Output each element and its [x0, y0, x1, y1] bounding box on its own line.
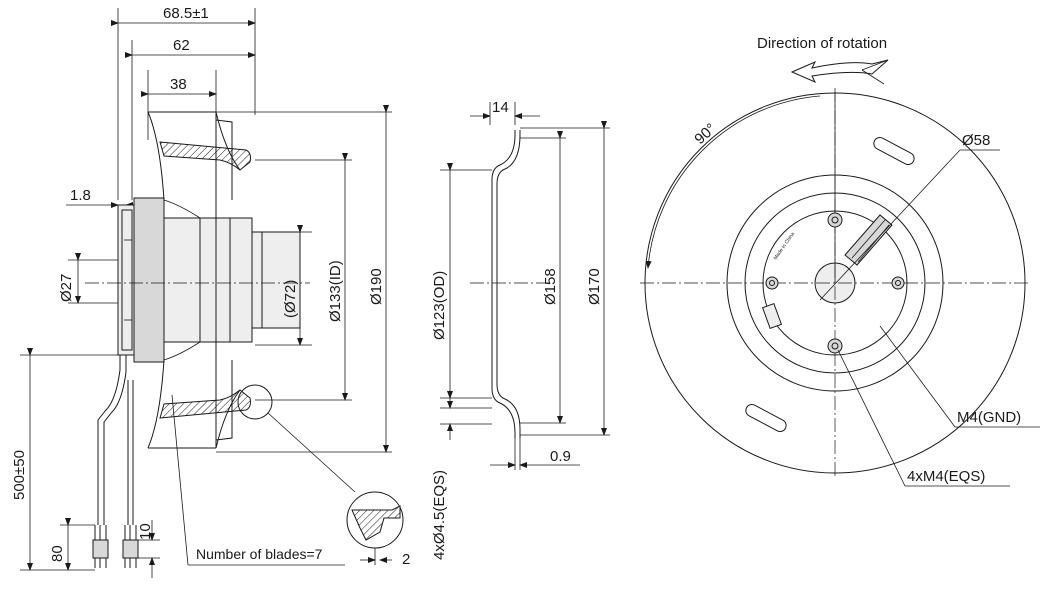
inlet-ring-view: 14 Ø123(OD) Ø158 Ø170 0.9 4xØ4.5(EQS) [431, 99, 610, 560]
blades-note: Number of blades=7 [171, 394, 345, 566]
ring-od-label: Ø123(OD) [431, 271, 448, 340]
hub-diameter-label: Ø27 [58, 274, 75, 302]
flange-thickness-label: 1.8 [70, 187, 91, 204]
flange-thickness-dim: 1.8 [66, 187, 143, 208]
ring-d158-label: Ø158 [542, 268, 559, 305]
angle-label: 90° [691, 120, 719, 148]
mount-screws-label: 4xM4(EQS) [907, 468, 985, 485]
center-diameter-leader [819, 149, 961, 301]
ground-screw-label: M4(GND) [957, 409, 1021, 426]
mount-slots [745, 136, 915, 433]
side-view: 68.5±1 62 38 1.8 Ø27 [11, 5, 410, 578]
ring-holes-label: 4xØ4.5(EQS) [431, 470, 448, 560]
front-view: Direction of rotation 90° [640, 35, 1040, 487]
detail-dim-label: 2 [402, 551, 410, 568]
rotation-label: Direction of rotation [757, 35, 887, 52]
blades-note-label: Number of blades=7 [196, 546, 323, 562]
mount-screws [765, 212, 905, 354]
center-diameter-label: Ø58 [962, 132, 990, 149]
detail-callout: 2 [237, 384, 410, 568]
inlet-depth-label: 38 [170, 76, 187, 93]
cable-dims: 500±50 80 10 [11, 348, 160, 578]
motor-diameter-label: (Ø72) [282, 280, 299, 318]
hub-diameter-dim: Ø27 [58, 253, 118, 304]
ring-d170-label: Ø170 [586, 268, 603, 305]
side-diameter-dims: (Ø72) Ø133(ID) Ø190 [216, 105, 392, 453]
motor-body [117, 197, 301, 363]
mount-screws-leader [837, 349, 906, 487]
impeller-shroud [147, 111, 251, 449]
ring-thickness-label: 0.9 [550, 448, 571, 465]
top-dimensions: 68.5±1 62 38 [111, 5, 256, 200]
ring-depth-label: 14 [492, 99, 509, 116]
hub-text: Made in China [773, 231, 797, 261]
rotation-arrow-icon [790, 59, 889, 85]
outer-diameter-label: Ø190 [368, 268, 385, 305]
overall-depth-label: 68.5±1 [163, 5, 209, 22]
strip-length-label: 80 [49, 545, 66, 562]
inner-diameter-label: Ø133(ID) [327, 260, 344, 322]
wire-strip-label: 10 [137, 523, 154, 540]
ground-leader [879, 325, 956, 428]
impeller-depth-label: 62 [173, 37, 190, 54]
cable-length-label: 500±50 [11, 450, 28, 500]
cable [92, 355, 139, 568]
